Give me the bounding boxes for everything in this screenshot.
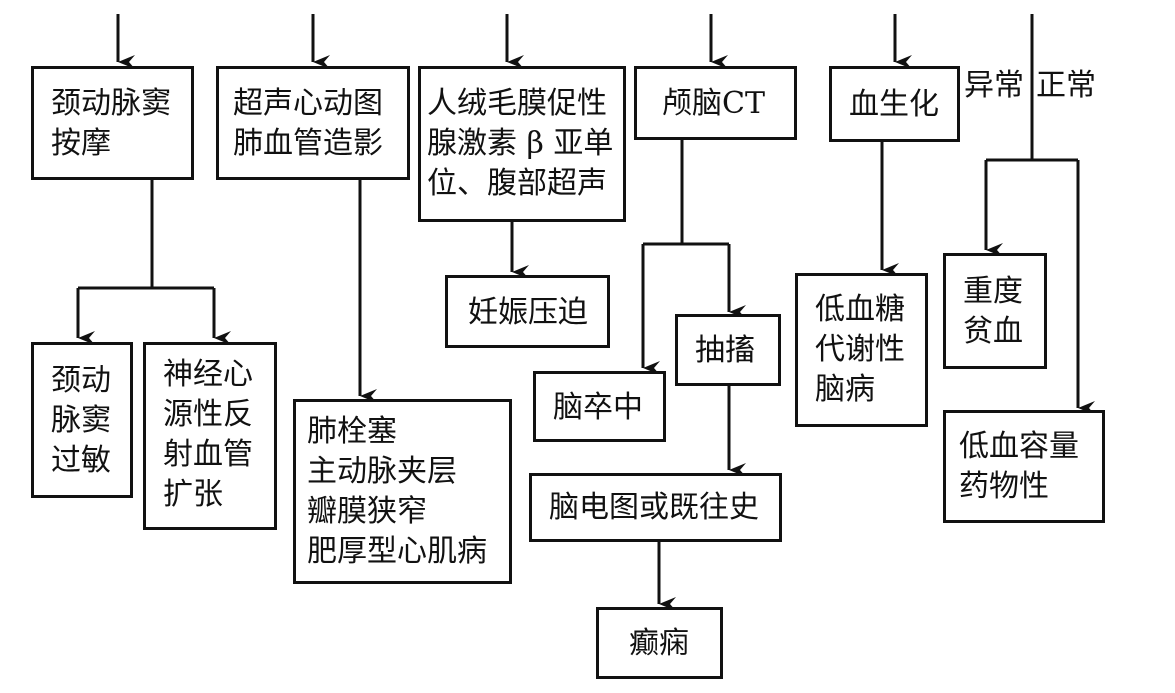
node-label: 脑卒中 (553, 390, 643, 425)
node-label: 低血容量 药物性 (959, 429, 1079, 504)
node-label: 肺栓塞 主动脉夹层 瓣膜狭窄 肥厚型心肌病 (307, 414, 487, 569)
node-neurocardiogenic: 神经心 源性反 射血管 扩张 (143, 342, 277, 530)
node-carotid-massage: 颈动脉窦 按摩 (31, 66, 194, 180)
node-label: 低血糖 代谢性 脑病 (815, 292, 905, 407)
node-label: 超声心动图 肺血管造影 (233, 86, 383, 161)
node-label: 颅脑CT (662, 86, 765, 121)
node-label: 颈动 脉窦 过敏 (51, 363, 111, 478)
node-blood-chem: 血生化 (829, 66, 960, 142)
node-label: 脑电图或既往史 (549, 490, 759, 525)
node-hcg-ultrasound: 人绒毛膜促性 腺激素 β 亚单 位、腹部超声 (418, 66, 626, 222)
node-hypoglycemia: 低血糖 代谢性 脑病 (795, 273, 928, 427)
node-label: 抽搐 (695, 333, 755, 368)
branch-label-normal: 正常 (1036, 66, 1096, 106)
node-pe-group: 肺栓塞 主动脉夹层 瓣膜狭窄 肥厚型心肌病 (293, 399, 512, 584)
node-hypovolemia: 低血容量 药物性 (943, 410, 1105, 523)
node-label: 血生化 (849, 87, 939, 122)
node-label: 神经心 源性反 射血管 扩张 (163, 357, 253, 512)
node-seizure: 抽搐 (675, 314, 781, 386)
node-label: 妊娠压迫 (468, 295, 588, 330)
node-stroke: 脑卒中 (533, 371, 666, 442)
node-label: 颈动脉窦 按摩 (51, 86, 171, 161)
node-epilepsy: 癫痫 (596, 607, 723, 679)
node-eeg-history: 脑电图或既往史 (529, 473, 782, 542)
node-pregnancy: 妊娠压迫 (445, 275, 610, 348)
node-label: 人绒毛膜促性 腺激素 β 亚单 位、腹部超声 (427, 86, 614, 201)
node-head-ct: 颅脑CT (634, 66, 797, 140)
node-anemia: 重度 贫血 (943, 253, 1047, 369)
node-label: 重度 贫血 (963, 274, 1023, 349)
node-echo-angio: 超声心动图 肺血管造影 (216, 66, 410, 180)
branch-label-abnormal: 异常 (964, 66, 1024, 106)
node-label: 癫痫 (629, 626, 689, 661)
node-carotid-hypersensitivity: 颈动 脉窦 过敏 (31, 342, 133, 498)
